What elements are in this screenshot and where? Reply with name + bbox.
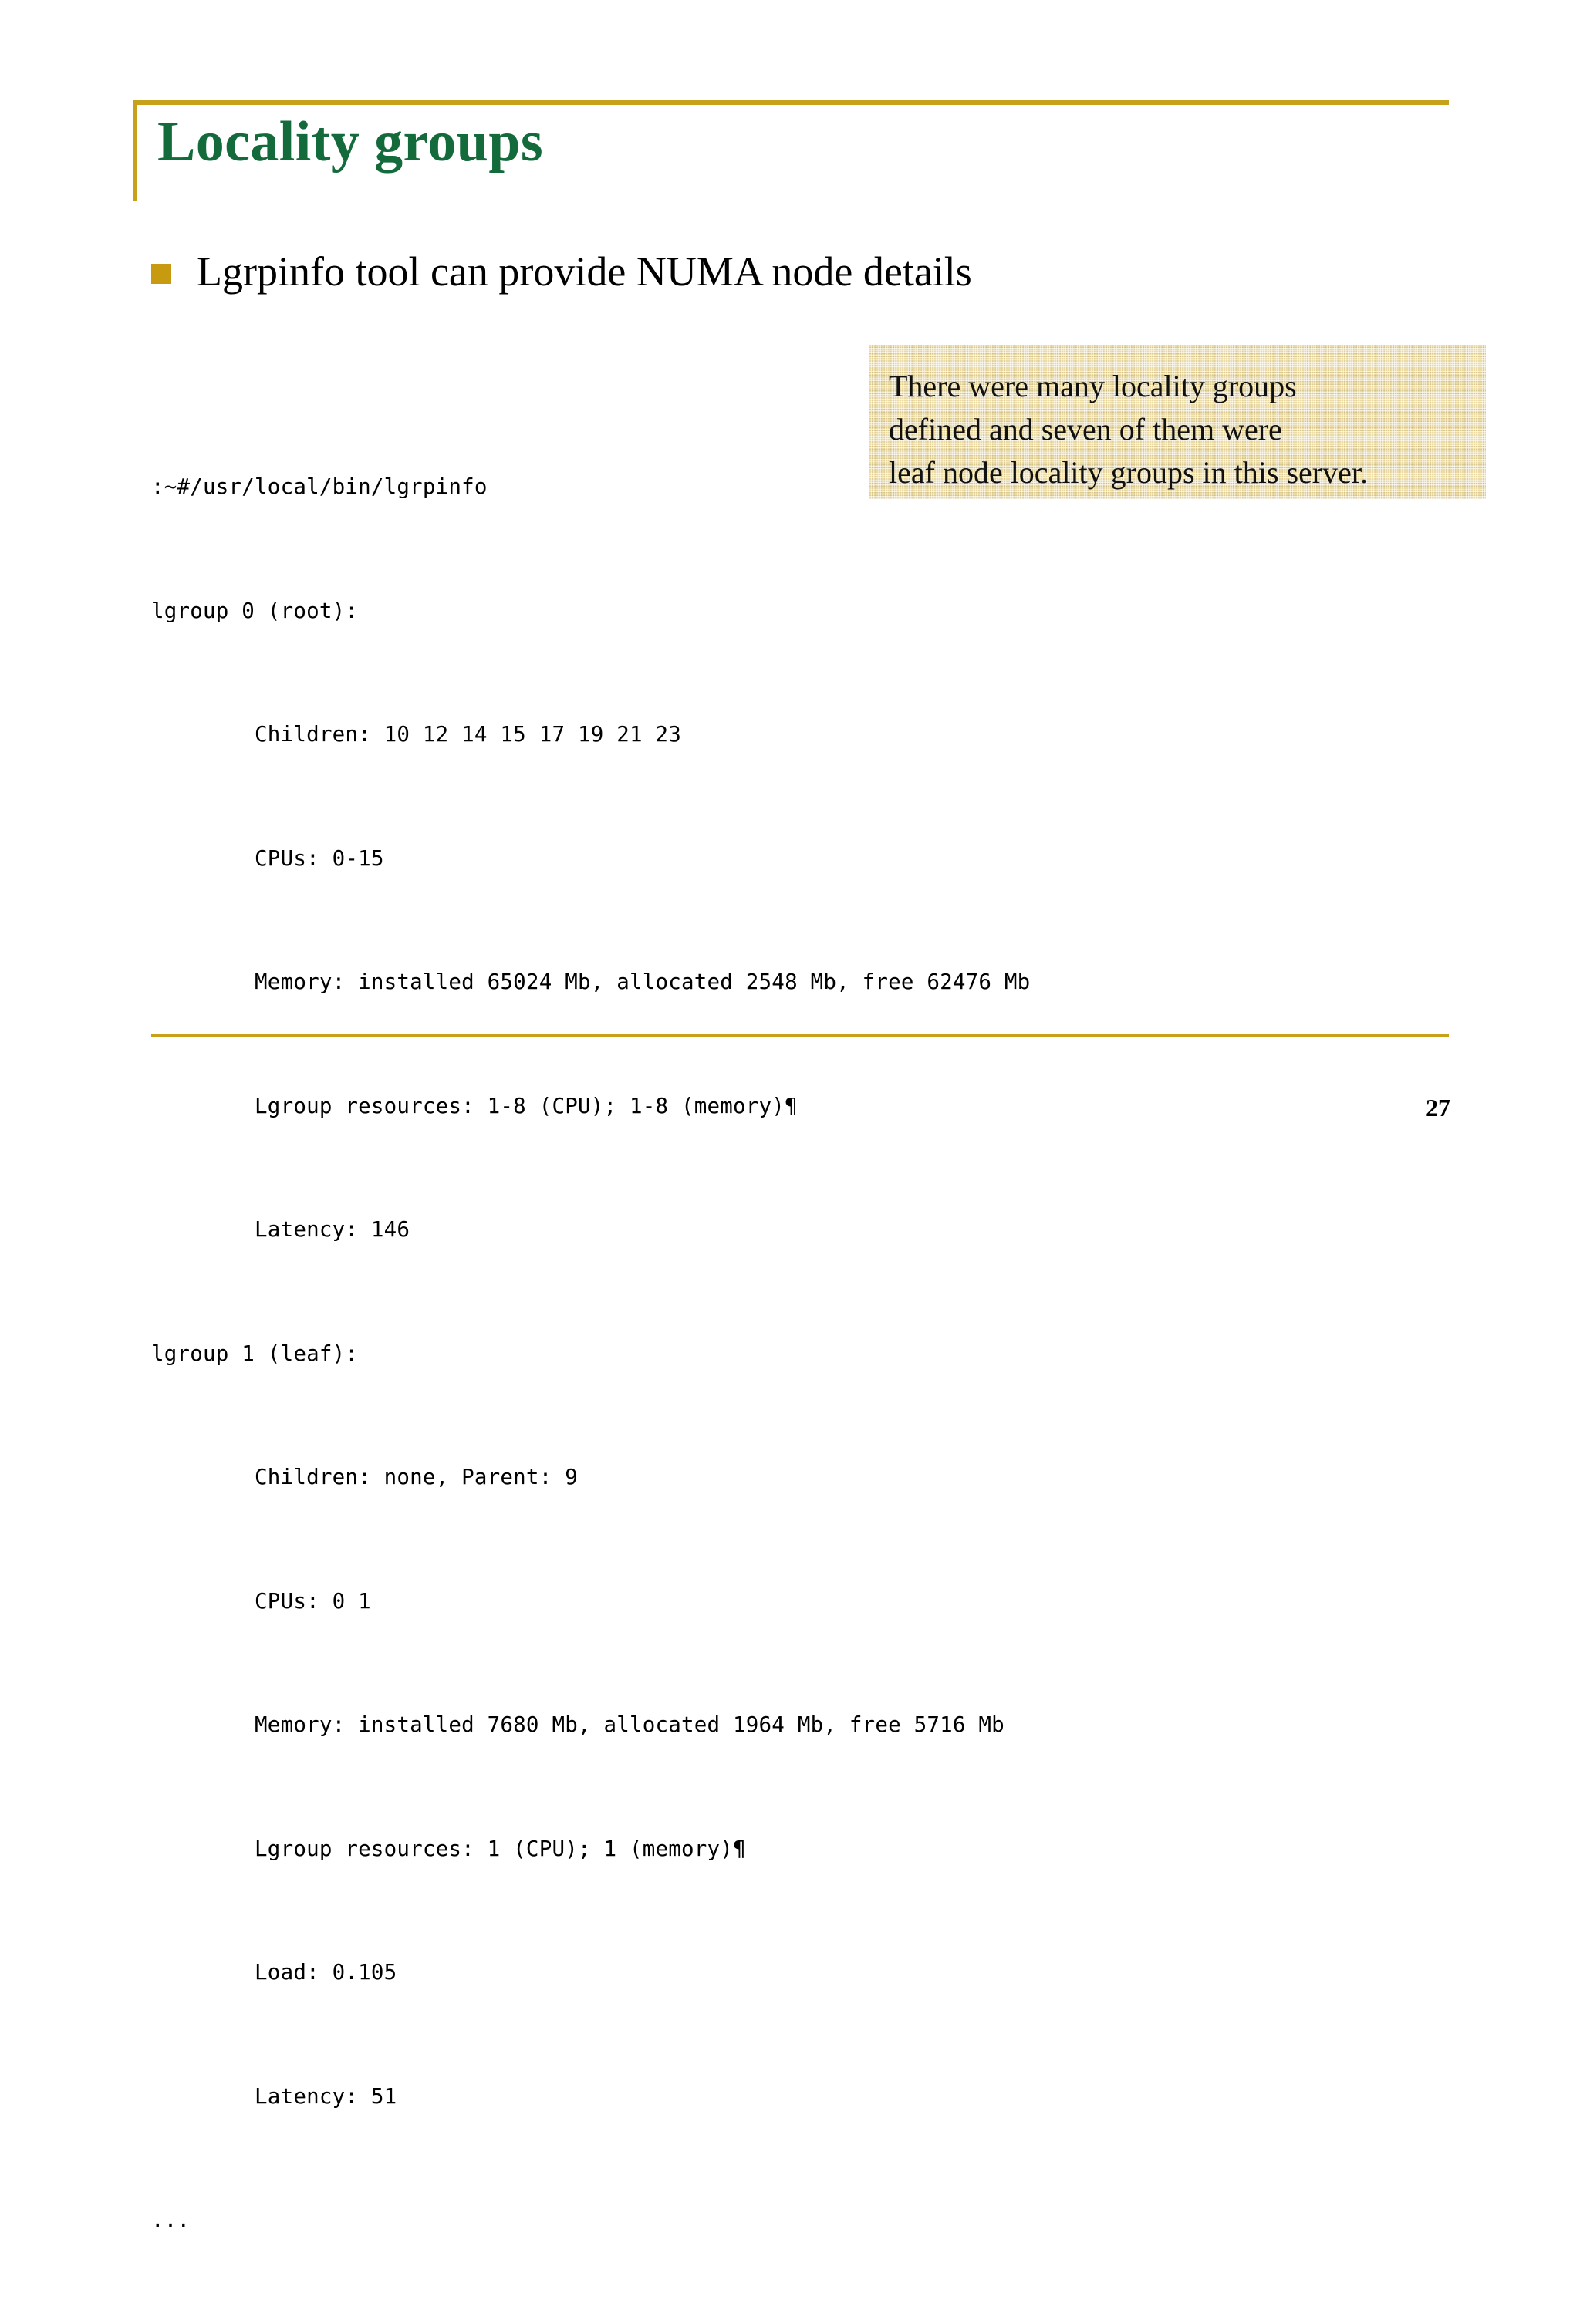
terminal-line: Children: 10 12 14 15 17 19 21 23	[151, 722, 682, 747]
terminal-line: Memory: installed 65024 Mb, allocated 25…	[151, 970, 1031, 994]
callout-line: defined and seven of them were	[889, 412, 1282, 447]
terminal-line: Children: none, Parent: 9	[151, 1465, 578, 1489]
terminal-line: CPUs: 0-15	[151, 845, 384, 871]
square-bullet-icon	[151, 264, 171, 284]
terminal-line: Memory: installed 7680 Mb, allocated 196…	[151, 1712, 1004, 1737]
footer-rule	[151, 1034, 1449, 1037]
terminal-line: Lgroup resources: 1 (CPU); 1 (memory)¶	[151, 1836, 746, 1861]
terminal-line: Latency: 146	[151, 1217, 410, 1242]
terminal-line: lgroup 1 (leaf):	[151, 1341, 359, 1366]
terminal-line: Load: 0.105	[151, 1960, 397, 1985]
title-rule-top	[133, 100, 1449, 105]
terminal-line: Latency: 51	[151, 2083, 397, 2109]
terminal-line: :~#/usr/local/bin/lgrpinfo	[151, 474, 488, 499]
terminal-line: Lgroup resources: 1-8 (CPU); 1-8 (memory…	[151, 1093, 798, 1118]
slide-canvas: Locality groups Lgrpinfo tool can provid…	[133, 100, 1486, 2232]
terminal-line: ...	[151, 2208, 191, 2232]
page-number: 27	[1426, 1094, 1450, 1122]
terminal-output-block: :~#/usr/local/bin/lgrpinfo lgroup 0 (roo…	[151, 384, 1030, 2324]
terminal-line: CPUs: 0 1	[151, 1588, 371, 1614]
bullet-item-label: Lgrpinfo tool can provide NUMA node deta…	[197, 248, 972, 295]
bullet-item: Lgrpinfo tool can provide NUMA node deta…	[151, 248, 972, 295]
callout-line: There were many locality groups	[889, 369, 1297, 403]
page-title: Locality groups	[157, 110, 544, 174]
terminal-line: lgroup 0 (root):	[151, 598, 359, 623]
title-rule-left	[133, 100, 137, 201]
callout-line: leaf node locality groups in this server…	[889, 455, 1368, 490]
callout-box: There were many locality groups defined …	[869, 345, 1486, 499]
